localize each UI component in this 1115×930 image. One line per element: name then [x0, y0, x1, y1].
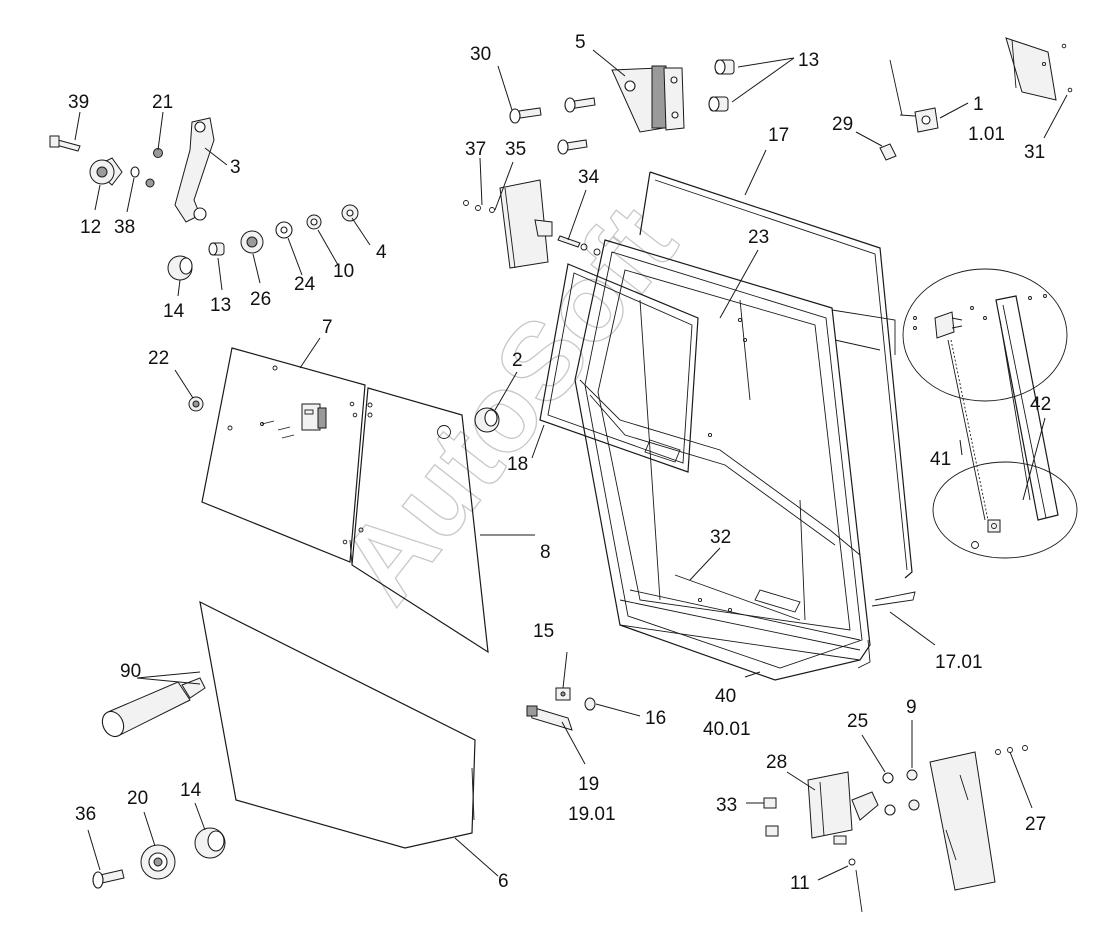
label-29: 29: [832, 114, 853, 135]
door-seal-17: [639, 171, 916, 607]
hinge-5: [611, 65, 685, 133]
bracket-35: [463, 179, 553, 269]
guide-rail-42: [995, 295, 1059, 521]
label-3: 3: [230, 157, 241, 178]
label-1: 1: [973, 94, 984, 115]
label-13-left: 13: [210, 295, 231, 316]
plate-15: [555, 687, 571, 701]
nut-9: [906, 769, 920, 811]
label-23: 23: [748, 227, 769, 248]
label-24: 24: [294, 274, 316, 295]
label-34: 34: [578, 167, 600, 188]
nut-10: [306, 214, 322, 230]
bushing-13-top: [708, 59, 735, 112]
bushing-14-top: [167, 255, 193, 281]
bushing-13-left: [208, 242, 225, 256]
label-28: 28: [766, 752, 787, 773]
roller-20: [140, 844, 176, 880]
label-33: 33: [716, 795, 737, 816]
pin-34: [557, 235, 601, 256]
label-90: 90: [120, 661, 141, 682]
label-38: 38: [114, 217, 135, 238]
label-42: 42: [1030, 394, 1051, 415]
label-15: 15: [533, 621, 554, 642]
label-30: 30: [470, 44, 491, 65]
label-25: 25: [847, 711, 868, 732]
label-2: 2: [512, 350, 523, 371]
label-1-01: 1.01: [968, 124, 1005, 145]
window-frame-18: [539, 263, 699, 473]
label-11: 11: [790, 873, 810, 894]
label-17: 17: [768, 125, 789, 146]
label-10: 10: [333, 261, 354, 282]
label-5: 5: [575, 32, 586, 53]
screw-33: [763, 797, 779, 837]
lever-3: [174, 117, 215, 223]
leader-lines: [74, 49, 1068, 881]
washer-38: [130, 166, 155, 188]
label-36: 36: [75, 804, 96, 825]
bumper-2: [474, 407, 500, 433]
label-18: 18: [507, 454, 528, 475]
part-labels: 39 21 3 12 38 4 10 24 26 13 14 7 22 2 18…: [68, 32, 1051, 894]
clip-29: [879, 143, 897, 161]
cover-bracket-31: [1005, 37, 1073, 101]
label-8: 8: [540, 542, 551, 563]
label-31: 31: [1024, 142, 1045, 163]
label-27: 27: [1025, 814, 1046, 835]
label-9: 9: [906, 697, 917, 718]
sealant-tube-90: [101, 677, 206, 738]
plug-22: [188, 396, 204, 412]
label-39: 39: [68, 92, 89, 113]
label-13-top: 13: [798, 50, 819, 71]
label-20: 20: [127, 788, 148, 809]
door-frame-40: [574, 239, 896, 681]
label-19: 19: [578, 774, 599, 795]
glass-panel-7: [201, 347, 366, 563]
latch-1: [889, 59, 939, 133]
label-22: 22: [148, 348, 169, 369]
catch-19: [526, 705, 573, 731]
spacer-16: [584, 697, 596, 711]
label-35: 35: [505, 139, 526, 160]
bolt-39: [49, 135, 81, 152]
glass-panel-6: [199, 600, 476, 849]
label-37: 37: [465, 139, 486, 160]
pulley-12: [89, 157, 123, 186]
latch-rod-41-group: [902, 268, 1078, 559]
bolt-30: [509, 97, 596, 155]
label-40: 40: [715, 686, 736, 707]
washer-24: [275, 221, 293, 239]
bushing-14-bottom: [194, 827, 226, 859]
label-41: 41: [930, 449, 951, 470]
label-4: 4: [376, 242, 387, 263]
label-6: 6: [498, 871, 509, 892]
cover-27: [929, 745, 1028, 891]
label-26: 26: [250, 289, 271, 310]
label-16: 16: [645, 708, 666, 729]
washer-25: [882, 772, 896, 816]
lock-28: [807, 771, 879, 913]
label-14-top: 14: [163, 301, 185, 322]
cap-nut-4: [341, 204, 359, 222]
bearing-26: [240, 230, 264, 254]
label-17-01: 17.01: [935, 652, 983, 673]
bolt-36: [92, 869, 125, 889]
label-40-01: 40.01: [703, 719, 751, 740]
label-14-bottom: 14: [180, 780, 202, 801]
label-19-01: 19.01: [568, 804, 616, 825]
label-32: 32: [710, 527, 731, 548]
label-12: 12: [80, 217, 101, 238]
label-7: 7: [322, 317, 333, 338]
label-21: 21: [152, 92, 173, 113]
